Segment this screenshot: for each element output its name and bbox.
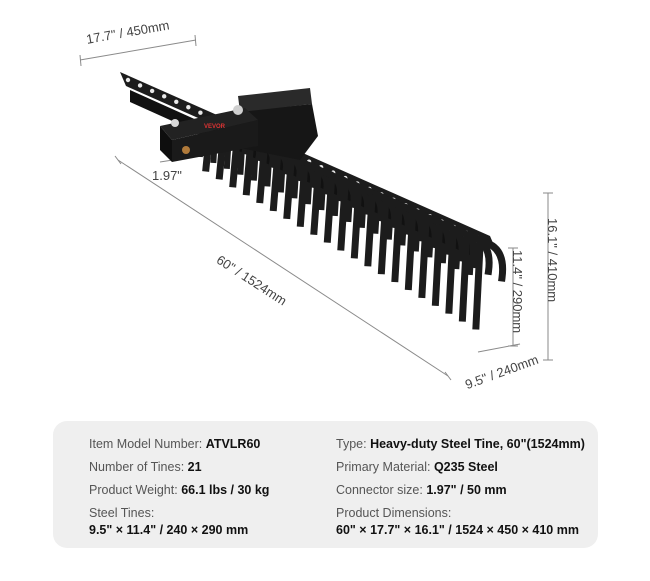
front-tine [472,237,507,330]
spec-model: Item Model Number: ATVLR60 [89,436,260,453]
front-tine [404,208,439,291]
front-tine [418,214,453,299]
bar-hole [186,105,191,110]
front-tine [445,225,480,314]
spec-connector-value: 1.97" / 50 mm [426,483,507,497]
spec-dimensions: Product Dimensions: 60" × 17.7" × 16.1" … [336,505,579,539]
spec-dimensions-value: 60" × 17.7" × 16.1" / 1524 × 450 × 410 m… [336,523,579,537]
tine-height-dimension-label: 11.4" / 290mm [510,250,525,334]
bar-hole [125,77,131,83]
bar-hole [137,83,143,88]
spec-connector: Connector size: 1.97" / 50 mm [336,482,507,499]
connector-dimension-label: 1.97" [152,168,182,183]
spec-model-value: ATVLR60 [205,437,261,451]
hitch-mount: VEVOR [160,88,318,162]
spec-material-value: Q235 Steel [433,460,498,474]
front-tine [377,196,412,275]
product-illustration: VEVOR 17.7" / 450mm 1.97" 60" / 1524mm 1… [79,17,560,392]
spec-material: Primary Material: Q235 Steel [336,459,498,476]
spec-steel-tines-value: 9.5" × 11.4" / 240 × 290 mm [89,523,249,537]
spec-type-value: Heavy-duty Steel Tine, 60"(1524mm) [370,437,585,451]
spec-type-label: Type: [336,437,367,451]
spec-tines: Number of Tines: 21 [89,459,202,476]
spec-dimensions-label: Product Dimensions: [336,506,452,520]
spec-steel-tines: Steel Tines: 9.5" × 11.4" / 240 × 290 mm [89,505,248,539]
spec-weight-label: Product Weight: [89,483,178,497]
spec-tines-label: Number of Tines: [89,460,185,474]
bar-hole [149,88,155,94]
front-tine [431,220,466,306]
bar-hole [162,94,167,99]
spec-type: Type: Heavy-duty Steel Tine, 60"(1524mm) [336,436,585,453]
spec-material-label: Primary Material: [336,460,431,474]
spec-steel-tines-label: Steel Tines: [89,506,155,520]
spec-weight: Product Weight: 66.1 lbs / 30 kg [89,482,269,499]
spec-connector-label: Connector size: [336,483,423,497]
dimension-lines [79,34,553,381]
front-tine [458,231,493,322]
brand-logo: VEVOR [204,124,226,130]
front-tine [364,190,399,267]
spec-weight-value: 66.1 lbs / 30 kg [181,483,270,497]
bar-hole [174,99,179,104]
spec-model-label: Item Model Number: [89,437,203,451]
spec-tines-value: 21 [187,460,202,474]
bar-hole [198,110,203,115]
rake-drawing: VEVOR [79,34,553,381]
front-tine [391,202,426,283]
spec-panel: Item Model Number: ATVLR60 Type: Heavy-d… [53,421,598,548]
total-height-dimension-label: 16.1" / 410mm [545,218,560,303]
